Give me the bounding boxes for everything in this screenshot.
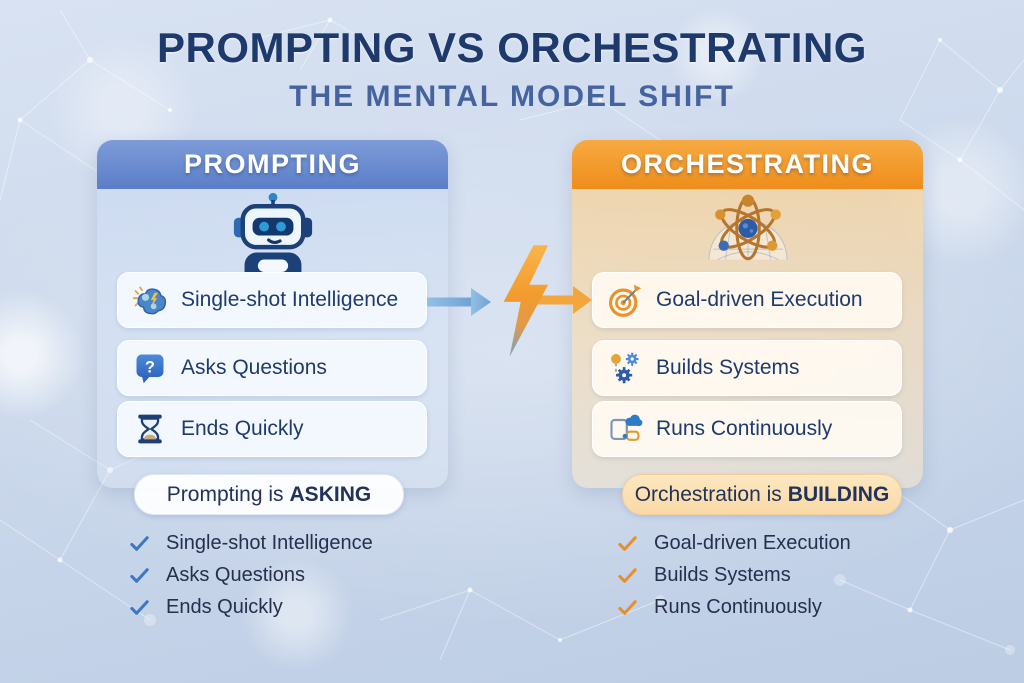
badge-prefix: Orchestration is	[634, 482, 782, 506]
check-icon	[130, 599, 149, 615]
checklist-row: Builds Systems	[616, 560, 851, 590]
checklist-label: Ends Quickly	[166, 595, 283, 618]
checklist-row: Asks Questions	[128, 560, 373, 590]
check-icon	[618, 599, 637, 615]
list-item: ? Asks Questions	[117, 340, 427, 396]
list-item: Ends Quickly	[117, 401, 427, 457]
list-item: Runs Continuously	[592, 401, 902, 457]
robot-icon	[233, 192, 312, 272]
checklist-label: Asks Questions	[166, 563, 305, 586]
prompting-panel-header: PROMPTING	[97, 140, 448, 189]
badge-emphasis: BUILDING	[787, 482, 890, 506]
list-item-label: Goal-driven Execution	[656, 288, 863, 311]
orchestrating-panel-header: ORCHESTRATING	[572, 140, 923, 189]
list-item: Single-shot Intelligence	[117, 272, 427, 328]
prompting-panel: PROMPTING	[97, 140, 448, 488]
checklist-label: Builds Systems	[654, 563, 791, 586]
checklist-row: Single-shot Intelligence	[128, 528, 373, 558]
list-item-label: Builds Systems	[656, 356, 800, 379]
checklist-label: Goal-driven Execution	[654, 531, 851, 554]
svg-text:?: ?	[145, 359, 155, 377]
checklist-label: Single-shot Intelligence	[166, 531, 373, 554]
badge-emphasis: ASKING	[289, 482, 372, 506]
page-subtitle: THE MENTAL MODEL SHIFT	[289, 80, 735, 113]
list-item: Goal-driven Execution	[592, 272, 902, 328]
badge-prefix: Prompting is	[166, 482, 284, 506]
list-item-label: Asks Questions	[181, 356, 327, 379]
prompting-checklist: Single-shot Intelligence Asks Questions …	[128, 528, 373, 624]
check-icon	[618, 567, 637, 583]
list-item: Builds Systems	[592, 340, 902, 396]
orchestrating-panel: ORCHESTRATING	[572, 140, 923, 488]
prompting-summary-badge: Prompting is ASKING	[134, 474, 404, 515]
lightning-bolt-icon	[503, 245, 549, 357]
check-icon	[618, 535, 637, 551]
atom-icon	[707, 194, 788, 261]
orchestrating-summary-badge: Orchestration is BUILDING	[622, 474, 902, 515]
list-item-label: Single-shot Intelligence	[181, 288, 399, 311]
list-item-label: Ends Quickly	[181, 417, 304, 440]
page-title: PROMPTING VS ORCHESTRATING	[157, 24, 867, 71]
checklist-label: Runs Continuously	[654, 595, 822, 618]
brain-icon	[132, 286, 167, 315]
checklist-row: Ends Quickly	[128, 592, 373, 622]
hourglass-icon	[138, 414, 162, 444]
gears-icon	[611, 352, 639, 384]
orchestrating-checklist: Goal-driven Execution Builds Systems Run…	[616, 528, 851, 624]
check-icon	[130, 567, 149, 583]
check-icon	[130, 535, 149, 551]
question-bubble-icon: ?	[136, 354, 164, 384]
checklist-row: Runs Continuously	[616, 592, 851, 622]
arrow-right-blue-icon	[427, 288, 491, 316]
list-item-label: Runs Continuously	[656, 417, 833, 440]
cloud-sync-icon	[610, 414, 643, 441]
arrow-right-orange-icon	[536, 286, 592, 314]
target-icon	[609, 284, 642, 317]
checklist-row: Goal-driven Execution	[616, 528, 851, 558]
